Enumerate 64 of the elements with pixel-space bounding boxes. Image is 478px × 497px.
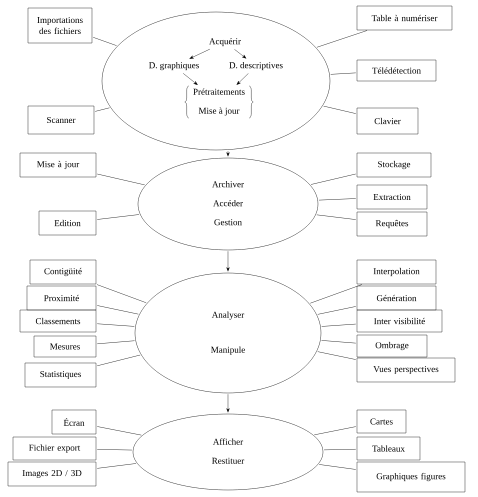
connector-line [323,106,356,114]
connector-line [330,72,356,75]
text-box: Extraction [356,184,428,210]
text-box: Tableaux [356,436,420,460]
connector-line [96,174,145,186]
connector-line [97,463,136,469]
arrow [236,73,249,85]
connector-line [96,284,146,303]
connector-line [94,108,110,112]
connector-line [314,426,356,436]
connector-line [324,449,356,450]
text-box: Edition [38,210,96,236]
text-box: Requêtes [356,212,428,236]
text-box: Graphiques figures [356,462,466,492]
connector-line [321,340,356,344]
connector-line [318,464,356,470]
text-box: Interpolation [356,260,436,284]
text-box: Clavier [356,108,418,134]
connector-line [96,305,139,314]
text-box: Classements [20,310,96,332]
connector-line [316,214,356,220]
connector-line [316,30,368,48]
connector-line [96,426,142,436]
connector-line [318,306,356,315]
connector-line [97,214,140,220]
arrow [182,73,198,86]
text-box: Importations des fichiers [28,8,92,44]
arrow [234,49,246,59]
text-box: Stockage [356,152,432,178]
connector-line [318,351,356,360]
text-box: Scanner [28,106,94,134]
text-box: Télédétection [356,60,436,82]
text-box: Proximité [26,286,96,310]
text-label: D. graphiques [149,62,199,70]
text-label: Acquérir [209,38,241,46]
connector-line [318,198,356,200]
text-box: Écran [52,410,96,434]
connector-line [97,340,135,344]
connector-line [92,37,117,46]
connector-line [321,324,356,327]
text-box: Inter visibilité [356,310,442,332]
arrow [226,251,230,272]
arrow [226,151,230,156]
text-box: Génération [356,286,436,310]
text-box: Mise à jour [20,152,96,178]
arrow [226,394,230,412]
text-box: Fichier export [12,436,96,460]
ellipse [102,12,330,150]
text-box: Mesures [34,336,96,358]
bracketed-text: Prétraitements Mise à jour [184,86,254,118]
text-box: Statistiques [24,362,96,388]
connector-line [310,174,356,185]
text-box: Vues perspectives [356,358,456,382]
connector-line [96,354,140,366]
text-box: Cartes [356,410,406,434]
text-box: Table à numériser [356,6,452,30]
connector-line [97,449,132,450]
connector-line [97,324,135,327]
text-box: Ombrage [356,334,428,358]
connector-line [310,284,362,304]
text-box: Images 2D / 3D [8,462,96,486]
text-box: Contigüité [30,260,96,284]
text-label: D. descriptives [229,62,283,70]
arrow [189,48,210,59]
